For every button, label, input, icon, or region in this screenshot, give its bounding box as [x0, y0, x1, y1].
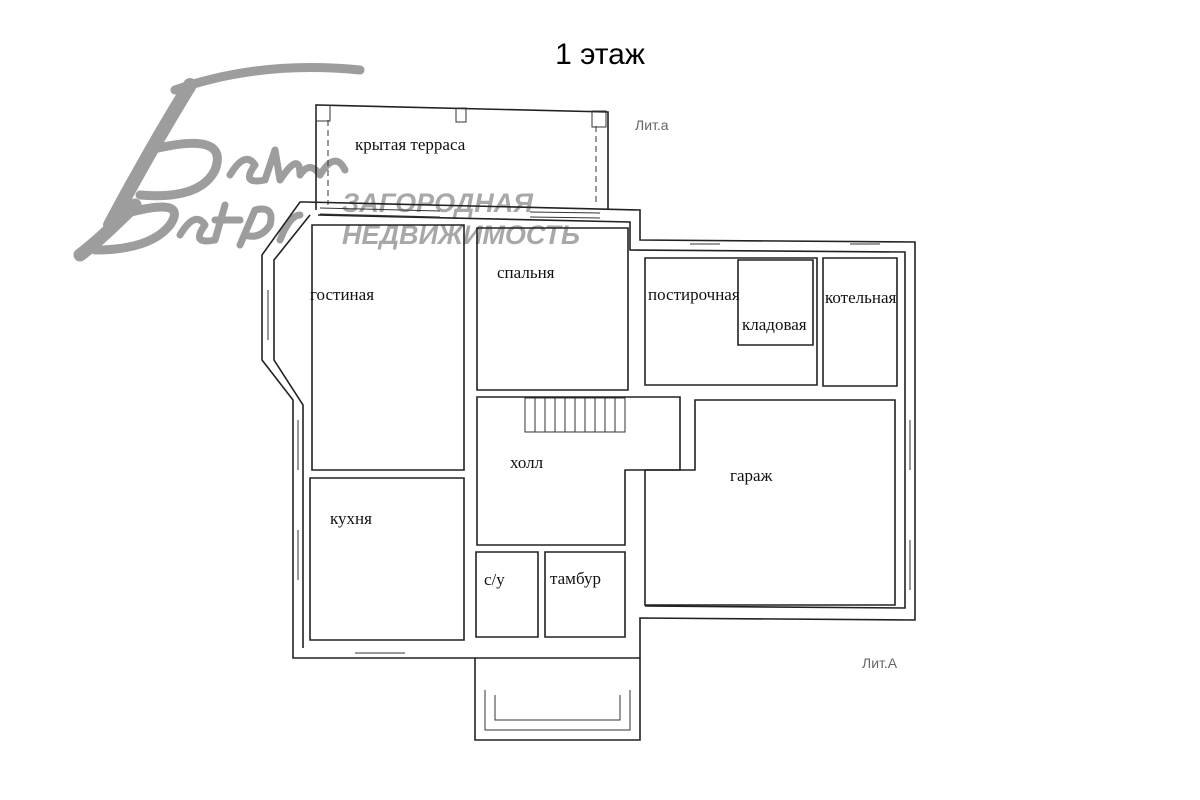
room-label-terrace: крытая терраса	[355, 135, 466, 154]
room-label-kitchen: кухня	[330, 509, 372, 528]
staircase	[524, 397, 626, 433]
room-label-bathroom: с/у	[484, 570, 505, 589]
watermark-logo: ЗАГОРОДНАЯ НЕДВИЖИМОСТЬ	[73, 63, 580, 262]
room-label-bedroom: спальня	[497, 263, 555, 282]
lit-a-big-label: Лит.А	[862, 655, 898, 671]
room-label-vestibule: тамбур	[550, 569, 601, 588]
porch	[474, 658, 641, 741]
room-label-garage: гараж	[730, 466, 773, 485]
lit-a-small-label: Лит.а	[635, 117, 669, 133]
room-label-laundry: постирочная	[648, 285, 740, 304]
room-label-living: гостиная	[310, 285, 374, 304]
room-label-hall: холл	[510, 453, 544, 472]
interior-walls	[309, 224, 898, 741]
floor-title: 1 этаж	[555, 38, 645, 71]
room-label-boiler: котельная	[825, 288, 897, 307]
room-label-storage: кладовая	[742, 315, 807, 334]
terrace	[315, 104, 609, 210]
